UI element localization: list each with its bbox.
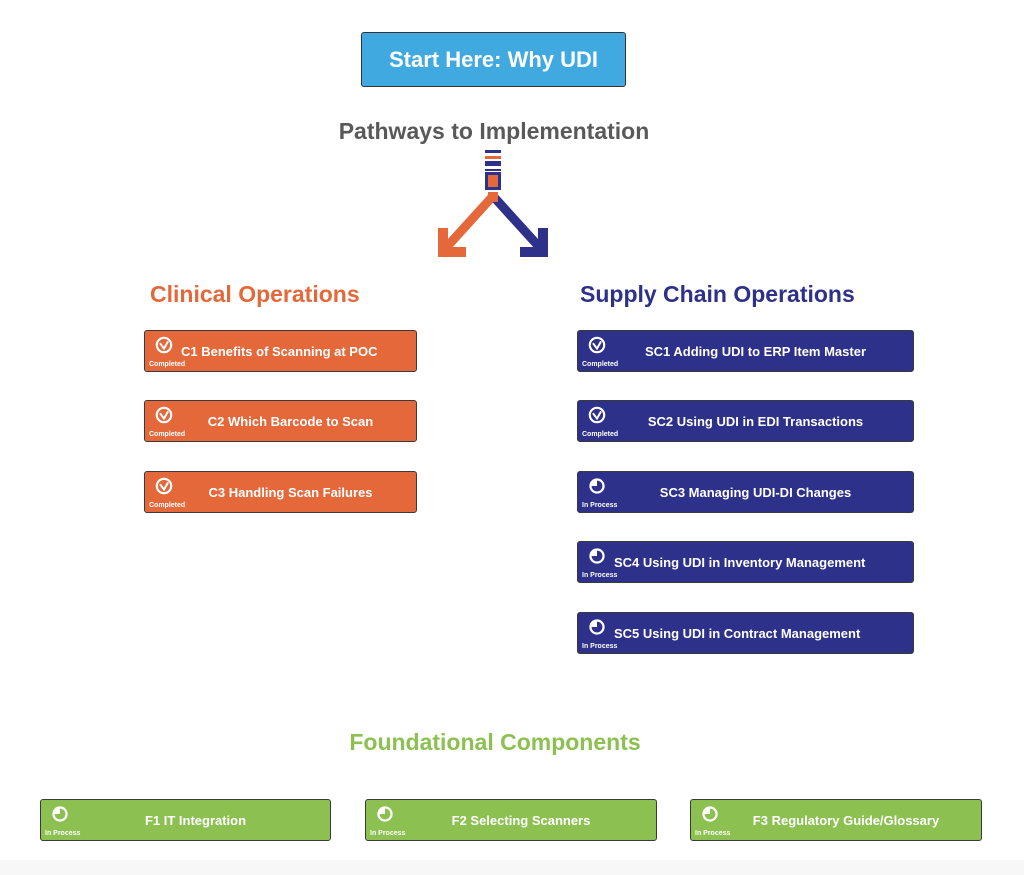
clinical-operations-heading: Clinical Operations: [150, 281, 360, 307]
check-circle-icon: [588, 406, 606, 424]
status-label: Completed: [149, 502, 186, 509]
card-c1[interactable]: Completed C1 Benefits of Scanning at POC: [144, 330, 417, 372]
card-sc1[interactable]: Completed SC1 Adding UDI to ERP Item Mas…: [577, 330, 914, 372]
card-sc5[interactable]: In Process SC5 Using UDI in Contract Man…: [577, 612, 914, 654]
half-circle-icon: [377, 806, 393, 822]
check-circle-icon: [155, 477, 173, 495]
half-circle-icon: [589, 478, 605, 494]
status-label: In Process: [370, 830, 406, 837]
status-label: Completed: [582, 361, 619, 368]
card-label: SC1 Adding UDI to ERP Item Master: [644, 343, 867, 359]
card-label: C2 Which Barcode to Scan: [207, 413, 374, 429]
card-label: SC3 Managing UDI-DI Changes: [659, 484, 852, 500]
card-c3[interactable]: Completed C3 Handling Scan Failures: [144, 471, 417, 513]
status-label: In Process: [582, 643, 618, 650]
status-label: In Process: [695, 830, 731, 837]
status-label: Completed: [149, 431, 186, 438]
card-sc2[interactable]: Completed SC2 Using UDI in EDI Transacti…: [577, 400, 914, 442]
status-label: Completed: [582, 431, 619, 438]
check-circle-icon: [155, 406, 173, 424]
card-label: SC5 Using UDI in Contract Management: [614, 625, 861, 641]
card-label: C1 Benefits of Scanning at POC: [181, 343, 378, 359]
card-label: SC4 Using UDI in Inventory Management: [614, 554, 866, 570]
foundational-components-heading: Foundational Components: [349, 729, 641, 755]
pathways-title: Pathways to Implementation: [338, 118, 650, 144]
status-label: In Process: [582, 502, 618, 509]
check-circle-icon: [155, 336, 173, 354]
card-label: SC2 Using UDI in EDI Transactions: [647, 413, 864, 429]
card-f3[interactable]: In Process F3 Regulatory Guide/Glossary: [690, 799, 982, 841]
card-sc4[interactable]: In Process SC4 Using UDI in Inventory Ma…: [577, 541, 914, 583]
status-label: In Process: [45, 830, 81, 837]
card-f2[interactable]: In Process F2 Selecting Scanners: [365, 799, 657, 841]
status-label: Completed: [149, 361, 186, 368]
start-here-button[interactable]: Start Here: Why UDI: [361, 32, 626, 87]
card-label: F2 Selecting Scanners: [451, 812, 591, 828]
card-c2[interactable]: Completed C2 Which Barcode to Scan: [144, 400, 417, 442]
supply-chain-operations-heading: Supply Chain Operations: [580, 281, 855, 307]
half-circle-icon: [52, 806, 68, 822]
half-circle-icon: [589, 619, 605, 635]
half-circle-icon: [702, 806, 718, 822]
page-footer-band: [0, 860, 1024, 875]
card-label: C3 Handling Scan Failures: [208, 484, 373, 500]
card-label: F1 IT Integration: [144, 812, 247, 828]
status-label: In Process: [582, 572, 618, 579]
card-sc3[interactable]: In Process SC3 Managing UDI-DI Changes: [577, 471, 914, 513]
half-circle-icon: [589, 548, 605, 564]
check-circle-icon: [588, 336, 606, 354]
split-arrows-icon: [438, 150, 548, 257]
card-label: F3 Regulatory Guide/Glossary: [752, 812, 940, 828]
card-f1[interactable]: In Process F1 IT Integration: [40, 799, 331, 841]
